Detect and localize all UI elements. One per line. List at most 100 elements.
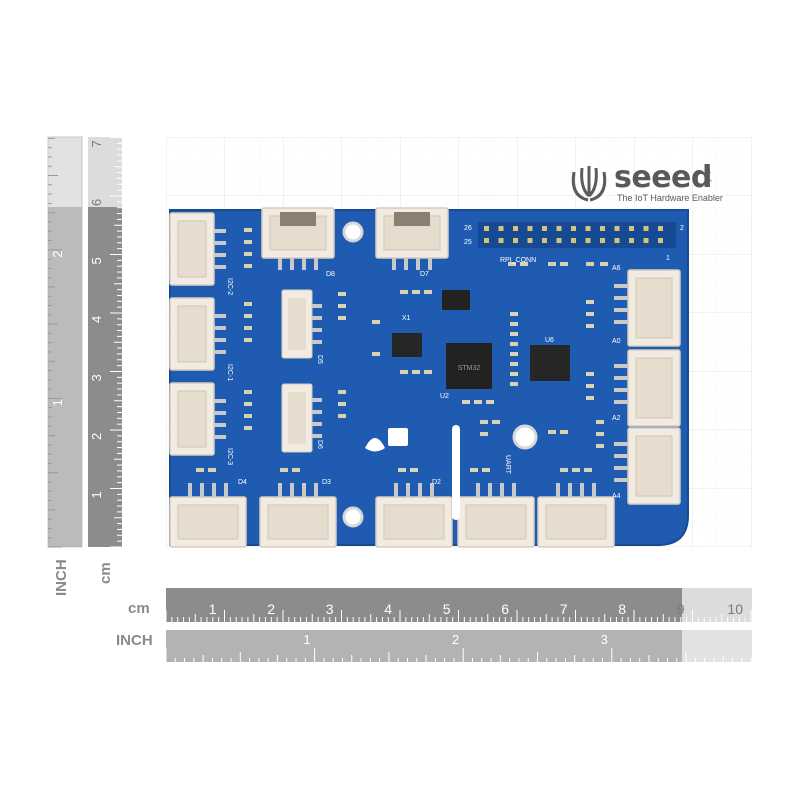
smd-component: [292, 468, 300, 472]
smd-component: [244, 338, 252, 342]
silk-26: 26: [464, 225, 472, 232]
header-pin: [542, 238, 547, 243]
smd-component: [244, 302, 252, 306]
cm-tick-label: 1: [89, 491, 104, 498]
grove-connector: [169, 496, 247, 548]
header-pin: [527, 226, 533, 231]
smd-component: [510, 352, 518, 356]
smd-component: [372, 320, 380, 324]
smd-component: [586, 384, 594, 388]
grove-connector: [281, 289, 322, 359]
smd-component: [586, 372, 594, 376]
header-pin: [600, 226, 605, 231]
inch-label-horizontal: INCH: [116, 632, 153, 649]
inch-tick-label: 2: [452, 632, 459, 647]
header-pin: [658, 238, 663, 243]
smd-component: [586, 396, 594, 400]
smd-component: [548, 430, 556, 434]
cm-tick-label: 6: [89, 199, 104, 206]
inch-label-vertical: INCH: [53, 559, 70, 596]
smd-component: [244, 414, 252, 418]
adc-chip: [530, 345, 570, 381]
smd-component: [424, 370, 432, 374]
smd-component: [586, 300, 594, 304]
cm-tick-label: 1: [209, 601, 217, 617]
label-d2: D2: [432, 479, 441, 486]
header-pin: [629, 238, 634, 243]
grove-connector: [627, 427, 681, 505]
smd-component: [398, 468, 406, 472]
cm-tick-label: 6: [501, 601, 509, 617]
label-d6: D6: [316, 440, 323, 449]
header-pin: [542, 226, 547, 231]
grove-connector: [627, 269, 681, 347]
smd-component: [244, 228, 252, 232]
smd-component: [244, 240, 252, 244]
brand-suffix: studio: [704, 168, 711, 187]
smd-component: [280, 468, 288, 472]
header-pin: [498, 238, 504, 243]
smd-component: [410, 468, 418, 472]
cm-tick-label: 4: [89, 316, 104, 323]
header-pin: [484, 226, 489, 231]
smd-component: [586, 262, 594, 266]
label-i2c-3: I2C-3: [226, 448, 233, 465]
pcb-board: STM32 RPI_CONN X1 U2 U6 26 25 2 1 I2C-2 …: [169, 207, 689, 548]
cm-tick-label: 8: [618, 601, 626, 617]
header-pin: [614, 226, 620, 231]
smd-component: [584, 468, 592, 472]
header-pin: [513, 226, 518, 231]
mcu-chip: STM32: [446, 343, 492, 389]
smd-component: [412, 370, 420, 374]
header-pin: [643, 238, 649, 243]
cm-tick-label: 9: [677, 601, 685, 617]
smd-component: [412, 290, 420, 294]
mounting-hole: [342, 221, 538, 528]
smd-component: [492, 420, 500, 424]
cm-tick-label: 3: [89, 374, 104, 381]
svg-text:STM32: STM32: [458, 365, 481, 372]
horizontal-ruler-inch: [165, 630, 752, 662]
smd-component: [480, 432, 488, 436]
smd-component: [400, 290, 408, 294]
header-pin: [658, 226, 663, 231]
cm-tick-label: 4: [384, 601, 392, 617]
cm-tick-label: 5: [89, 257, 104, 264]
silk-u6: U6: [545, 337, 554, 344]
smd-component: [244, 326, 252, 330]
smd-component: [462, 400, 470, 404]
button-switch: [442, 290, 470, 310]
smd-component: [338, 390, 346, 394]
label-d8: D8: [326, 271, 335, 278]
smd-component: [600, 262, 608, 266]
smd-component: [474, 400, 482, 404]
smd-component: [338, 316, 346, 320]
smd-component: [338, 304, 346, 308]
inch-tick-label: 1: [303, 632, 310, 647]
smd-component: [586, 312, 594, 316]
header-pin: [571, 238, 576, 243]
silk-x1: X1: [402, 315, 411, 322]
regulator-chip: [392, 333, 422, 357]
cm-tick-label: 2: [89, 433, 104, 440]
header-pin: [498, 226, 504, 231]
cm-label-horizontal: cm: [128, 600, 150, 617]
board-slot: [452, 425, 460, 520]
cm-tick-label: 2: [267, 601, 275, 617]
smd-component: [586, 324, 594, 328]
smd-component: [596, 444, 604, 448]
silk-25: 25: [464, 239, 472, 246]
smd-component: [400, 370, 408, 374]
brand-tagline: The IoT Hardware Enabler: [617, 193, 723, 203]
smd-component: [510, 342, 518, 346]
vertical-ruler-cm: [48, 137, 122, 548]
smd-component: [560, 262, 568, 266]
label-d5: D5: [316, 355, 323, 364]
smd-component: [244, 264, 252, 268]
smd-component: [510, 372, 518, 376]
smd-component: [244, 314, 252, 318]
header-pin: [585, 226, 591, 231]
grove-connector: [627, 349, 681, 427]
smd-component: [510, 312, 518, 316]
smd-component: [508, 262, 516, 266]
